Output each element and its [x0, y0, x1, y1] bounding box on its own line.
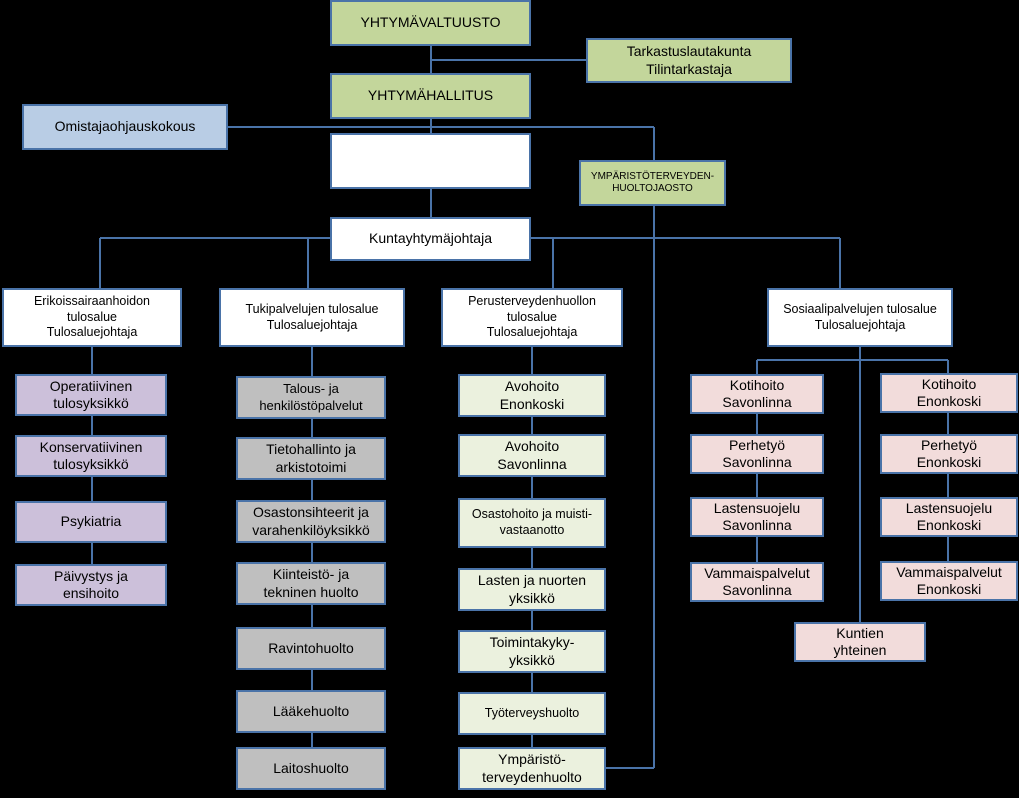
area-title: Erikoissairaanhoidon tulosalue Tulosalue… — [33, 294, 151, 340]
owner-meeting-label: Omistajaohjauskokous — [54, 118, 196, 135]
council-box: YHTYMÄVALTUUSTO — [330, 0, 531, 46]
unit-box: Vammaispalvelut Savonlinna — [690, 562, 824, 602]
unit-box: Tietohallinto ja arkistotoimi — [236, 437, 386, 480]
director-box: Kuntayhtymäjohtaja — [330, 217, 531, 261]
unit-label: Osastohoito ja muisti- vastaanotto — [471, 507, 593, 537]
area-header-specialist: Erikoissairaanhoidon tulosalue Tulosalue… — [2, 288, 182, 347]
unit-box: Ravintohuolto — [236, 627, 386, 670]
unit-label: Toimintakyky- yksikkö — [489, 634, 575, 668]
unit-label: Konservatiivinen tulosyksikkö — [39, 438, 143, 473]
unit-label: Työterveyshuolto — [484, 705, 580, 720]
unit-label: Vammaispalvelut Enonkoski — [896, 563, 1002, 598]
unit-box: Osastohoito ja muisti- vastaanotto — [458, 498, 606, 548]
unit-label: Kotihoito Enonkoski — [916, 375, 982, 410]
unit-label: Avohoito Enonkoski — [499, 378, 565, 412]
unit-box: Kotihoito Savonlinna — [690, 374, 824, 414]
unit-box: Kiinteistö- ja tekninen huolto — [236, 562, 386, 605]
director-label: Kuntayhtymäjohtaja — [369, 230, 492, 247]
unit-label: Psykiatria — [60, 513, 122, 530]
unit-box: Ympäristö- terveydenhuolto — [458, 747, 606, 790]
unit-box: Avohoito Savonlinna — [458, 434, 606, 477]
unit-label: Perhetyö Savonlinna — [722, 436, 792, 471]
owner-meeting-box: Omistajaohjauskokous — [22, 104, 228, 150]
unit-box: Perhetyö Savonlinna — [690, 434, 824, 474]
unit-label: Lastensuojelu Enonkoski — [905, 499, 993, 534]
unit-box: Lastensuojelu Enonkoski — [880, 497, 1018, 537]
unit-label: Lasten ja nuorten yksikkö — [477, 572, 587, 606]
audit-box: Tarkastuslautakunta Tilintarkastaja — [586, 38, 792, 83]
unit-label: Avohoito Savonlinna — [497, 438, 567, 472]
unit-label: Kuntien yhteinen — [833, 624, 887, 659]
audit-label: Tarkastuslautakunta Tilintarkastaja — [626, 43, 752, 77]
unit-box: Konservatiivinen tulosyksikkö — [15, 435, 167, 477]
env-committee-label: YMPÄRISTÖTERVEYDEN- HUOLTOJAOSTO — [590, 170, 715, 195]
area-title: Tukipalvelujen tulosalue Tulosaluejohtaj… — [245, 301, 379, 332]
area-header-primary: Perusterveydenhuollon tulosalue Tulosalu… — [441, 288, 623, 347]
unit-label: Osastonsihteerit ja varahenkilöyksikkö — [252, 504, 370, 538]
unit-label: Ravintohuolto — [268, 639, 354, 656]
unit-box: Perhetyö Enonkoski — [880, 434, 1018, 474]
area-title: Perusterveydenhuollon tulosalue Tulosalu… — [468, 294, 596, 340]
unit-label: Kotihoito Savonlinna — [722, 376, 792, 411]
unit-label: Laitoshuolto — [273, 759, 349, 776]
unit-label: Lääkehuolto — [272, 702, 350, 719]
area-header-support: Tukipalvelujen tulosalue Tulosaluejohtaj… — [219, 288, 405, 347]
council-label: YHTYMÄVALTUUSTO — [360, 14, 501, 31]
unit-box: Osastonsihteerit ja varahenkilöyksikkö — [236, 500, 386, 543]
board-label: YHTYMÄHALLITUS — [367, 87, 494, 104]
unit-label: Ympäristö- terveydenhuolto — [482, 751, 582, 785]
unit-label: Lastensuojelu Savonlinna — [713, 499, 801, 534]
unit-box: Kotihoito Enonkoski — [880, 373, 1018, 413]
unit-box: Avohoito Enonkoski — [458, 374, 606, 417]
unit-box: Psykiatria — [15, 501, 167, 543]
unit-box: Laitoshuolto — [236, 747, 386, 790]
unit-box: Lasten ja nuorten yksikkö — [458, 568, 606, 611]
unit-label: Talous- ja henkilöstöpalvelut — [259, 381, 363, 413]
unit-label: Kiinteistö- ja tekninen huolto — [263, 566, 359, 600]
unit-box: Talous- ja henkilöstöpalvelut — [236, 376, 386, 419]
area-header-social: Sosiaalipalvelujen tulosalue Tulosaluejo… — [767, 288, 953, 347]
unit-box: Kuntien yhteinen — [794, 622, 926, 662]
empty-box — [330, 133, 531, 189]
unit-box: Päivystys ja ensihoito — [15, 564, 167, 606]
unit-label: Vammaispalvelut Savonlinna — [704, 564, 810, 599]
unit-label: Perhetyö Enonkoski — [916, 436, 982, 471]
unit-box: Lääkehuolto — [236, 690, 386, 733]
unit-box: Työterveyshuolto — [458, 692, 606, 735]
unit-box: Lastensuojelu Savonlinna — [690, 497, 824, 537]
unit-box: Vammaispalvelut Enonkoski — [880, 561, 1018, 601]
unit-label: Päivystys ja ensihoito — [54, 567, 128, 602]
env-committee-box: YMPÄRISTÖTERVEYDEN- HUOLTOJAOSTO — [579, 160, 726, 206]
unit-label: Tietohallinto ja arkistotoimi — [266, 441, 356, 475]
unit-box: Toimintakyky- yksikkö — [458, 630, 606, 673]
board-box: YHTYMÄHALLITUS — [330, 73, 531, 119]
unit-box: Operatiivinen tulosyksikkö — [15, 374, 167, 416]
unit-label: Operatiivinen tulosyksikkö — [49, 377, 133, 412]
area-title: Sosiaalipalvelujen tulosalue Tulosaluejo… — [783, 301, 937, 332]
